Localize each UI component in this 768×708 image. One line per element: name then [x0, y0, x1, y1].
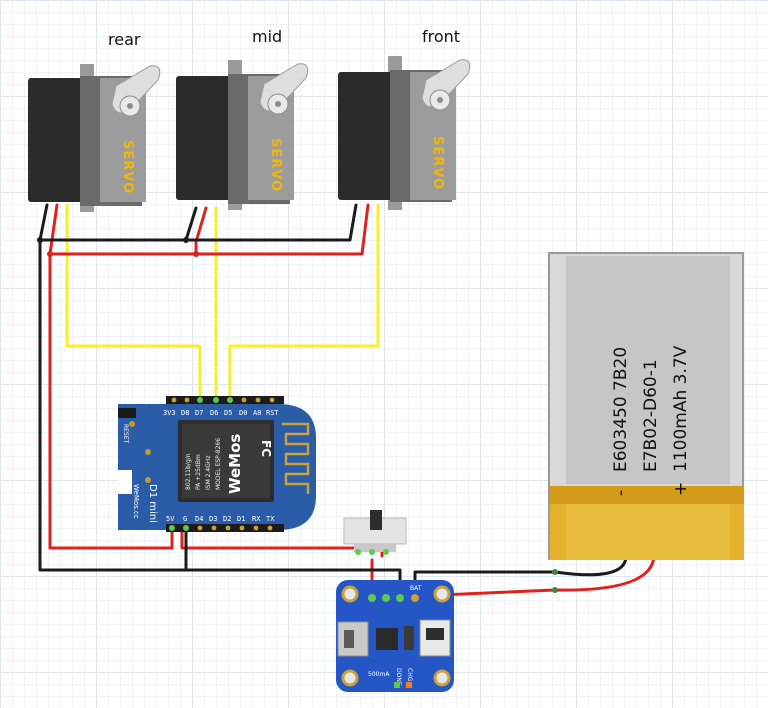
- pin-tx: TX: [266, 515, 275, 523]
- pin-d4: D4: [195, 515, 203, 523]
- power-wire-5v: [48, 252, 174, 550]
- battery-line2: E7B02-D60-1: [641, 359, 661, 472]
- antenna-trace: [282, 422, 310, 494]
- signal-wire-front: [228, 203, 380, 397]
- servo-label-front: front: [422, 27, 460, 46]
- reset-label: RESET: [122, 424, 129, 444]
- charger-bat-label: BAT: [410, 585, 422, 592]
- servo-label-rear: rear: [108, 30, 141, 49]
- ground-wire-main: [38, 203, 188, 572]
- shield-pa: PA +25dBm: [195, 454, 202, 490]
- pin-d0: D0: [239, 409, 247, 417]
- top-pin-header: [166, 396, 284, 404]
- pin-a0: A0: [253, 409, 261, 417]
- charger-chg-label: CHG: [406, 668, 413, 682]
- shield-ism: ISM 2.4GHz: [205, 455, 212, 490]
- lipo-charger-board: BAT 500mA DONE CHG: [336, 580, 454, 692]
- pin-3v3: 3V3: [163, 409, 176, 417]
- wire-joints: [37, 237, 558, 593]
- pin-rx: RX: [252, 515, 261, 523]
- pin-d5: D5: [224, 409, 232, 417]
- servo-brand-rear: SERVO: [120, 140, 135, 194]
- ground-wire-mid: [184, 206, 198, 242]
- lipo-battery: E603450 7B20 E7B02-D60-1 1100mAh 3.7V - …: [548, 252, 744, 560]
- battery-line3: 1100mAh 3.7V: [671, 345, 691, 472]
- fcc-mark: FC: [259, 440, 273, 457]
- servo-front: SERVO: [338, 56, 471, 210]
- battery-pos-wire: [416, 554, 656, 598]
- pin-d8: D8: [181, 409, 189, 417]
- pin-d7: D7: [195, 409, 203, 417]
- pin-rst: RST: [266, 409, 279, 417]
- shield-model: MODEL ESP-8266: [215, 438, 222, 490]
- slide-switch: [343, 510, 407, 555]
- pin-5v: 5V: [166, 515, 175, 523]
- servo-rear: SERVO: [28, 64, 161, 212]
- pin-d6: D6: [210, 409, 218, 417]
- board-name: D1 mini: [147, 484, 158, 523]
- battery-minus: -: [611, 490, 631, 496]
- shield-brand: WeMos: [226, 434, 244, 494]
- pin-d2: D2: [223, 515, 231, 523]
- power-wire-mid: [194, 206, 208, 256]
- servo-brand-mid: SERVO: [268, 138, 283, 192]
- battery-line1: E603450 7B20: [611, 347, 631, 472]
- shield-std: 802.11b/g/n: [185, 453, 192, 490]
- servo-mid: SERVO: [176, 60, 309, 210]
- servo-brand-front: SERVO: [430, 136, 445, 190]
- battery-plus: +: [671, 482, 691, 496]
- charger-done-label: DONE: [395, 668, 402, 686]
- signal-wire-rear: [65, 203, 202, 397]
- ground-wire-servos: [38, 203, 358, 242]
- pin-d1: D1: [237, 515, 245, 523]
- pin-d3: D3: [209, 515, 217, 523]
- charger-current-label: 500mA: [368, 671, 390, 678]
- power-wire-rear: [48, 203, 370, 256]
- board-brand: WeMos.cc: [132, 484, 140, 519]
- wemos-d1-mini-board: RESET 3V3 D8 D7 D6 D5 D0 A0 RST 802.11b: [118, 396, 316, 532]
- esp8266-shield: 802.11b/g/n PA +25dBm ISM 2.4GHz MODEL E…: [178, 420, 274, 502]
- servo-label-mid: mid: [252, 27, 282, 46]
- bottom-pin-header: [166, 524, 284, 532]
- pin-g: G: [183, 515, 187, 523]
